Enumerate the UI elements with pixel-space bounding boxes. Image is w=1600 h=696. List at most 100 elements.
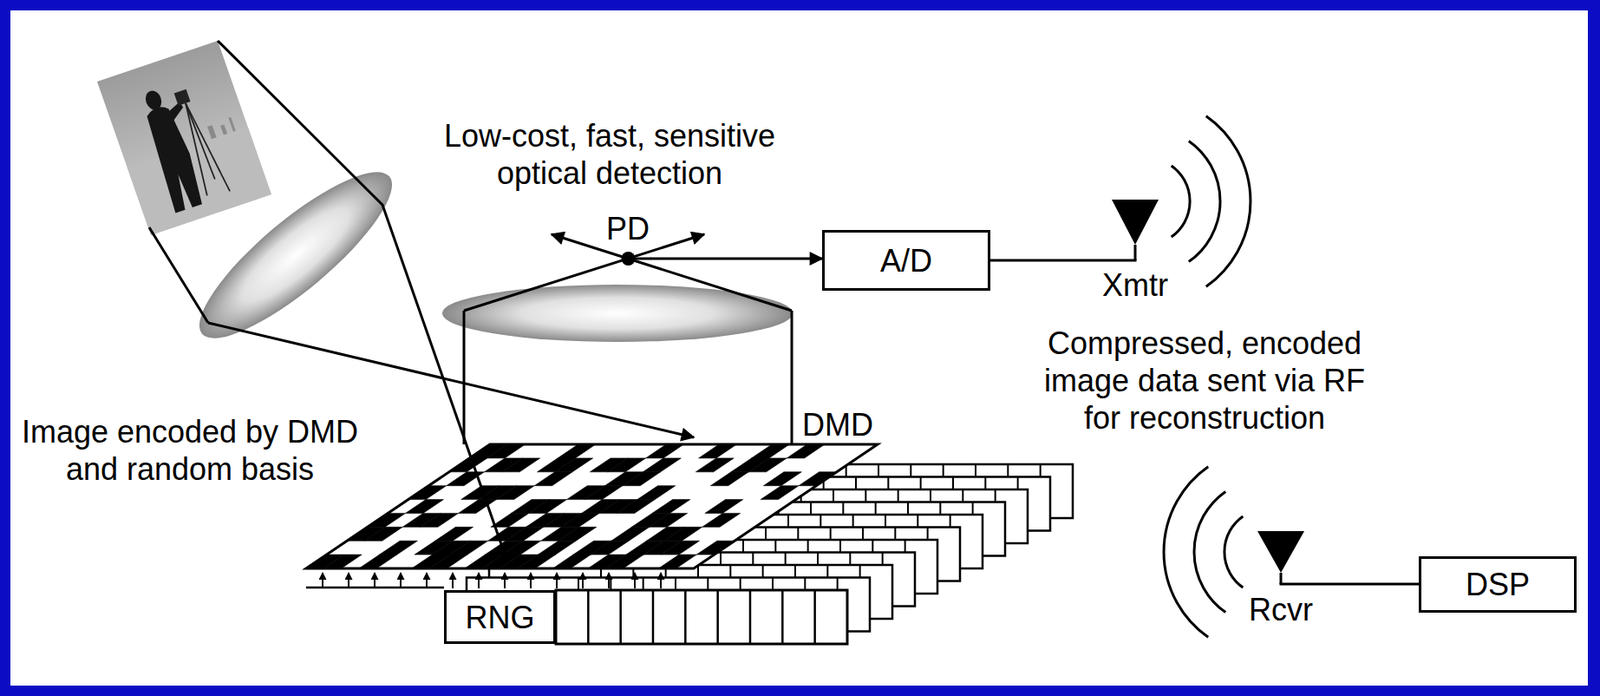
photo-arm [165,101,187,123]
connectors [651,258,1420,584]
antenna-feed [1098,259,1137,262]
radio-wave [1163,466,1209,638]
mirror-off [555,457,594,472]
mirror-off [661,540,700,555]
control-arrow [321,572,324,588]
signal-wire [1316,582,1419,586]
encoding-note-box: Image encoded by DMD and random basis [12,412,368,488]
mirror-off [607,457,647,472]
mirror-off [379,540,418,555]
generator-box: RNG [444,589,556,644]
mirror-off [748,457,787,472]
light-ray [790,310,794,445]
control-arrow [477,572,480,588]
mirror-off [450,540,489,555]
photo-building [207,124,217,139]
mirror-off [487,444,526,458]
mirror-off [558,526,597,541]
signal-wire [651,257,823,261]
mirror-off [698,444,738,458]
node-label: Xmtr [1102,267,1169,303]
node-label: RNG [465,599,536,635]
transmission-note-box: Compressed, encoded image data sent via … [1035,324,1374,437]
mirror-off [605,554,644,569]
light-ray [463,310,466,445]
register-cell [652,589,655,644]
light-ray [149,227,209,323]
mirror-off [622,471,661,486]
mirror-off [537,540,576,555]
mirror-off [429,554,468,569]
photodetector: PD [605,213,652,273]
photo-tripod [185,102,216,180]
control-arrow [425,572,428,588]
register-row [555,589,848,644]
dmd-array [306,444,878,569]
mirror-off [751,444,791,458]
control-arrow [347,572,350,588]
register-cell [619,589,622,644]
radio-wave [1224,515,1243,588]
radio-wave [1188,140,1221,262]
antenna-stem [1280,572,1283,584]
imaging-lens [179,150,412,361]
register-frame [555,589,848,644]
control-arrow [399,572,402,588]
dmd-edge [306,586,445,589]
control-arrow [555,572,558,588]
mirror-off [652,499,691,514]
control-arrow [503,572,506,588]
mirror-off [646,444,685,458]
mirror-off [642,457,681,472]
mirror-off [364,526,403,541]
register-cell [781,589,784,644]
mirror-off [702,512,741,527]
mirror-off [502,457,541,472]
register-cell [716,589,719,644]
antenna-symbol [1245,528,1317,592]
control-arrow [581,572,584,588]
mirror-off [490,512,529,527]
dmd-surface [306,444,878,569]
register-cell [684,589,687,644]
mirror-off [517,554,556,569]
mirror-off [763,471,802,486]
mirror-off [786,444,825,458]
transmission-note: Compressed, encoded image data sent via … [1035,324,1374,437]
mirror-off [534,471,573,486]
dmd-outline [306,444,878,569]
node-label: PD [606,213,650,245]
control-arrows [322,572,661,588]
processor-box: DSP [1418,555,1577,613]
node-label: Rcvr [1248,591,1313,627]
mirror-off [323,554,362,569]
register-cell [749,589,752,644]
detector-dot [620,251,635,266]
mirror-off [553,554,592,569]
antenna-triangle [1257,530,1305,573]
converter-box: A/D [822,229,991,291]
antenna-stem [1134,244,1137,261]
radio-wave [1194,490,1226,612]
receive-antenna: Rcvr [1245,528,1317,627]
mirror-off [420,512,459,527]
radio-wave [1206,116,1251,288]
mirror-off [760,485,799,500]
mirror-off [528,499,568,514]
mirror-off [658,554,697,569]
mirror-off [649,512,688,527]
node-label: A/D [880,242,933,279]
white-panel [10,10,1588,686]
control-arrow [529,572,532,588]
transmit-antenna: Xmtr [1098,197,1172,303]
encoding-note: Image encoded by DMD and random basis [12,412,368,488]
control-arrow [607,572,610,588]
node-label: DSP [1465,566,1530,602]
register-cell [813,589,817,644]
mirror-off [505,526,544,541]
mirror-off [502,540,542,555]
signal-wire [990,259,1099,262]
photo-tripod [185,98,230,196]
mirror-off [637,485,676,500]
mirror-off [496,485,535,500]
